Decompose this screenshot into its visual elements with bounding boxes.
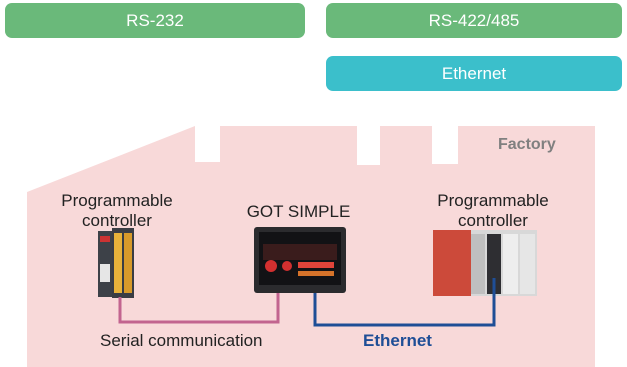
- factory-label: Factory: [498, 136, 556, 153]
- plc-left-label-line2: controller: [82, 211, 152, 230]
- rs422-485-label: RS-422/485: [428, 10, 520, 30]
- plc-left-label: Programmable controller: [47, 191, 187, 231]
- got-simple-device: [254, 227, 346, 293]
- got-simple-label: GOT SIMPLE: [246, 202, 351, 221]
- ethernet-button-label: Ethernet: [441, 63, 507, 83]
- plc-right-label-line1: Programmable: [437, 191, 549, 210]
- ethernet-connection-label: Ethernet: [363, 331, 432, 350]
- plc-right-device: [433, 230, 537, 296]
- plc-left-device: [98, 228, 134, 298]
- rs232-button[interactable]: RS-232: [5, 3, 305, 38]
- rs422-485-button[interactable]: RS-422/485: [326, 3, 622, 38]
- plc-left-label-line1: Programmable: [61, 191, 173, 210]
- plc-right-label: Programmable controller: [418, 191, 568, 231]
- serial-communication-label: Serial communication: [100, 331, 263, 350]
- plc-right-label-line2: controller: [458, 211, 528, 230]
- serial-cable: [118, 293, 280, 324]
- ethernet-cable: [313, 278, 496, 327]
- ethernet-button[interactable]: Ethernet: [326, 56, 622, 91]
- rs232-label: RS-232: [126, 10, 184, 30]
